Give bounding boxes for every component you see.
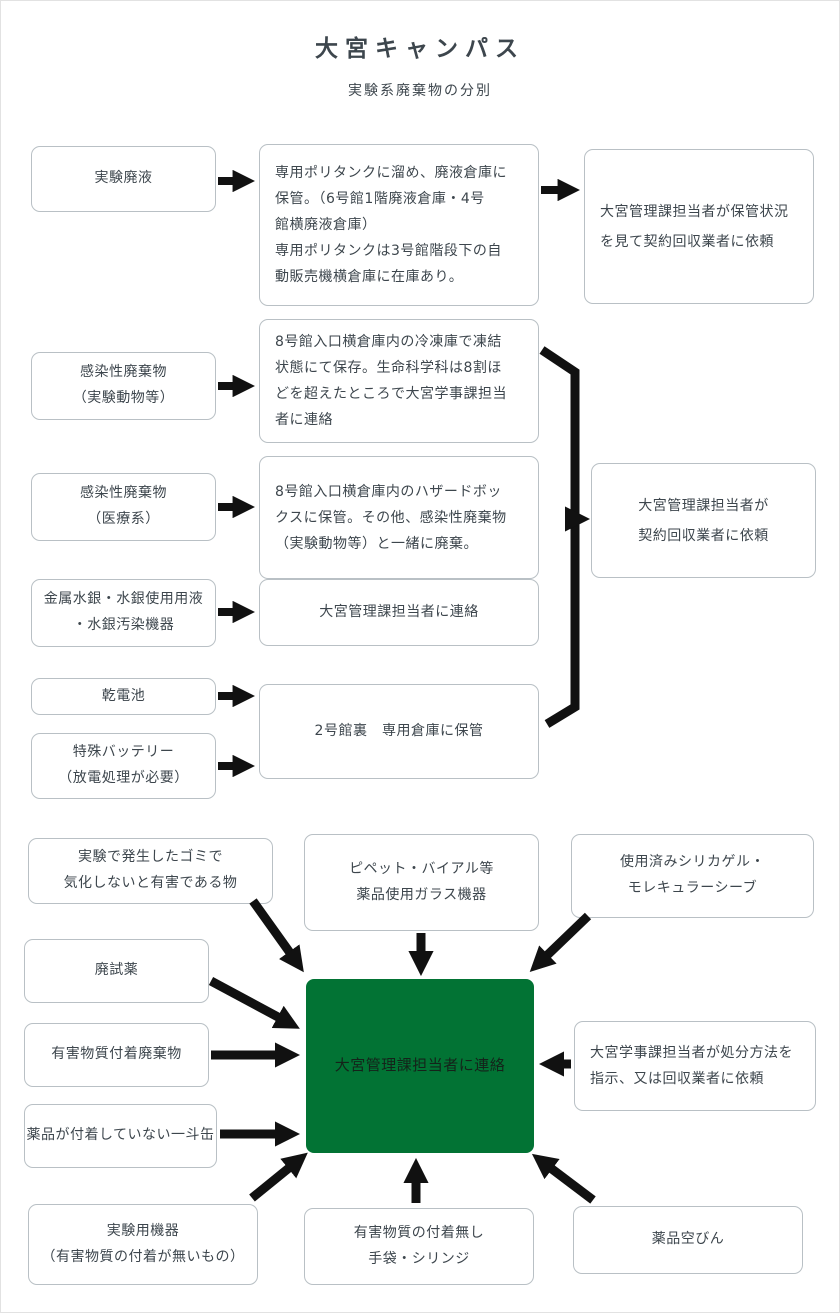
result-box-storage-check-request: 大宮管理課担当者が保管状況 を見て契約回収業者に依頼 (584, 149, 814, 304)
item-box-gloves-syringes: 有害物質の付着無し 手袋・シリンジ (304, 1208, 534, 1285)
merge-bracket-line (539, 346, 580, 728)
center-contact-box: 大宮管理課担当者に連絡 (306, 979, 534, 1153)
source-box-infectious-waste-medical: 感染性廃棄物 （医療系） (31, 473, 216, 541)
source-box-special-batteries: 特殊バッテリー （放電処理が必要） (31, 733, 216, 799)
arrow-bottles-to-center (531, 1153, 596, 1204)
arrow-equipment-to-center (249, 1152, 308, 1202)
source-box-mercury: 金属水銀・水銀使用用液 ・水銀汚染機器 (31, 579, 216, 647)
item-box-clean-cans: 薬品が付着していない一斗缶 (24, 1104, 217, 1168)
action-box-building2-storage: 2号館裏 専用倉庫に保管 (259, 684, 539, 779)
arrow-trash-to-center (249, 898, 304, 973)
arrow-reagents-to-center (208, 977, 300, 1029)
item-box-hazard-adhered-waste: 有害物質付着廃棄物 (24, 1023, 209, 1087)
item-box-waste-reagents: 廃試薬 (24, 939, 209, 1003)
note-box-gakujika-instruction: 大宮学事課担当者が処分方法を 指示、又は回収業者に依頼 (574, 1021, 816, 1111)
page-title: 大宮キャンパス (315, 36, 525, 62)
source-box-experiment-waste-liquid: 実験廃液 (31, 146, 216, 212)
action-box-contact-kanrika: 大宮管理課担当者に連絡 (259, 579, 539, 646)
action-box-polytank-storage: 専用ポリタンクに溜め、廃液倉庫に 保管。（6号館1階廃液倉庫・4号 館横廃液倉庫… (259, 144, 539, 306)
item-box-pipette-glassware: ピペット・バイアル等 薬品使用ガラス機器 (304, 834, 539, 931)
item-box-empty-chemical-bottles: 薬品空びん (573, 1206, 803, 1274)
action-box-hazard-box: 8号館入口横倉庫内のハザードボッ クスに保管。その他、感染性廃棄物 （実験動物等… (259, 456, 539, 579)
action-box-freezer-storage: 8号館入口横倉庫内の冷凍庫で凍結 状態にて保存。生命科学科は8割ほ どを超えたと… (259, 319, 539, 443)
item-box-silica-gel: 使用済みシリカゲル・ モレキュラーシーブ (571, 834, 814, 918)
item-box-lab-equipment: 実験用機器 （有害物質の付着が無いもの） (28, 1204, 258, 1285)
page-subtitle: 実験系廃棄物の分別 (348, 83, 492, 99)
source-box-dry-batteries: 乾電池 (31, 678, 216, 715)
source-box-infectious-waste-animals: 感染性廃棄物 （実験動物等） (31, 352, 216, 420)
result-box-contracted-collector-request: 大宮管理課担当者が 契約回収業者に依頼 (591, 463, 816, 578)
item-box-vaporize-hazard-trash: 実験で発生したゴミで 気化しないと有害である物 (28, 838, 273, 904)
arrow-silica-to-center (529, 912, 592, 972)
